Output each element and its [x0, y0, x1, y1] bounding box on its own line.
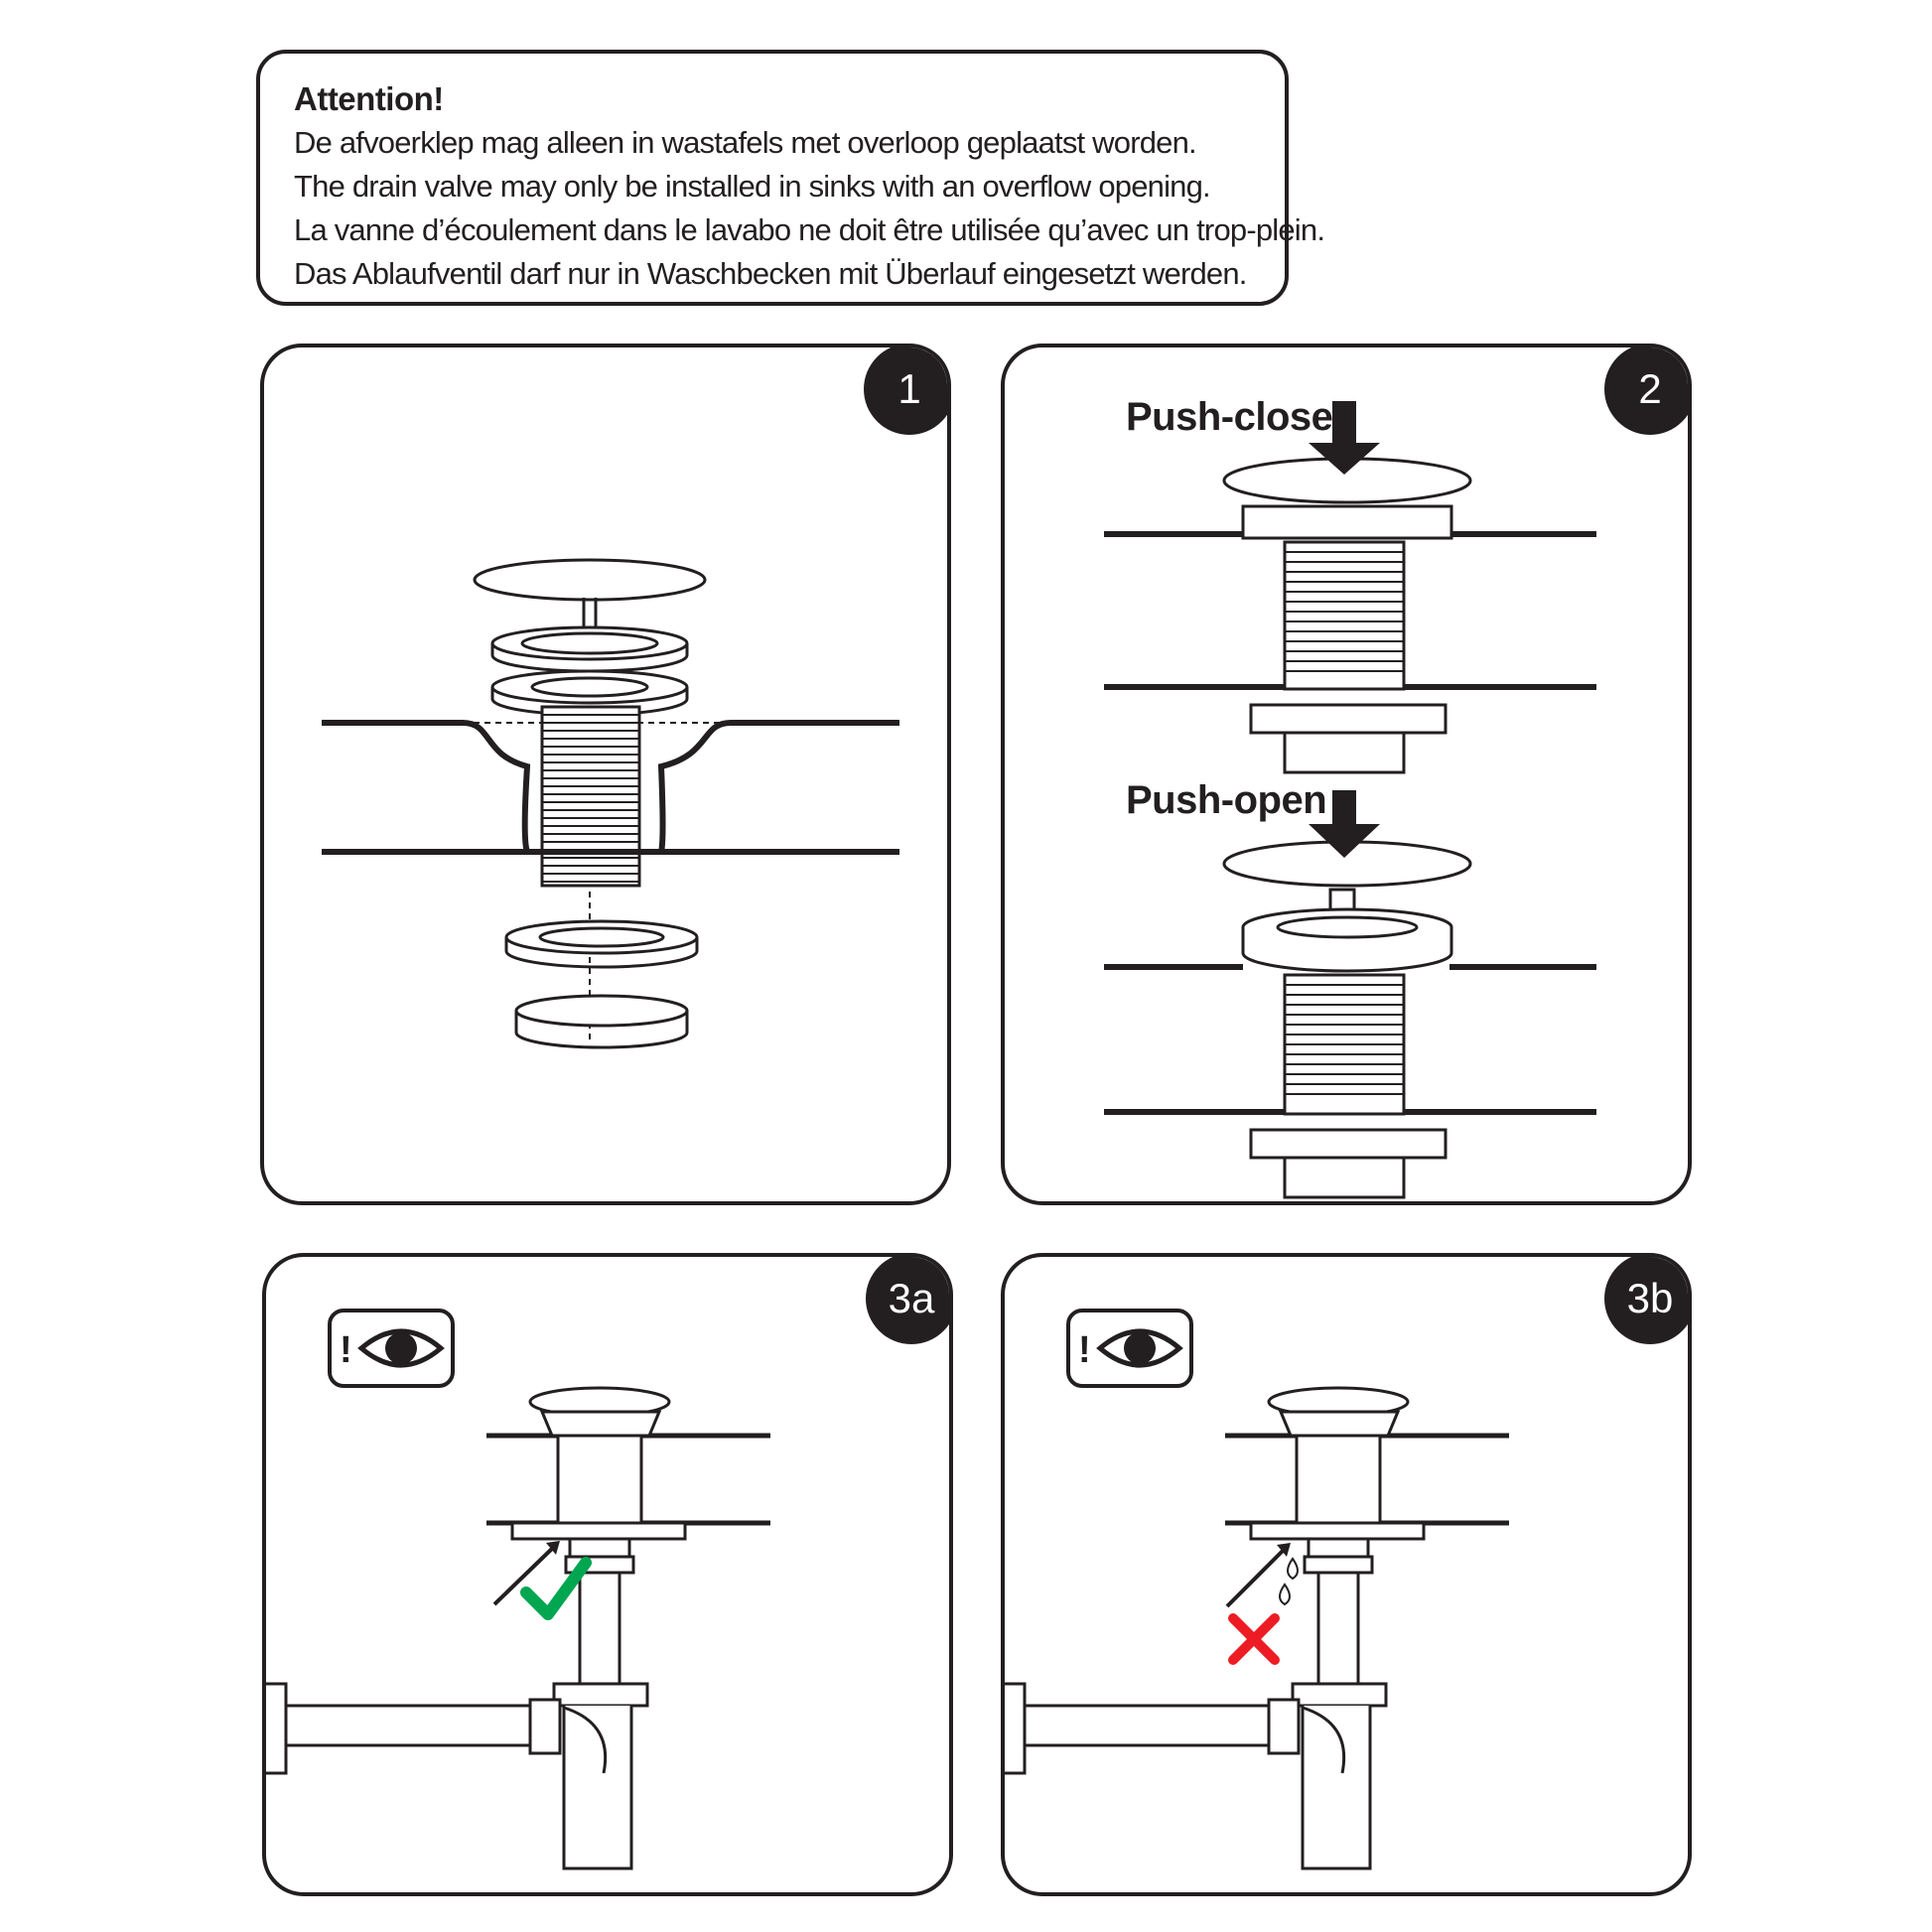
lower-washer [504, 919, 699, 955]
attention-line-en: The drain valve may only be installed in… [294, 169, 1211, 204]
threaded-body [540, 705, 641, 888]
step-3b-panel: ! 3b [1001, 1253, 1692, 1896]
svg-text:!: ! [1078, 1329, 1091, 1371]
water-drop-icon [1287, 1557, 1299, 1581]
exploded-drain-diagram [322, 558, 899, 1049]
step-2-badge: 2 [1604, 347, 1688, 435]
lock-nut [514, 994, 689, 1028]
correct-installation-diagram: ! [266, 1309, 770, 1870]
cross-icon [1228, 1613, 1280, 1665]
push-open-label: Push-open [1126, 778, 1327, 822]
step-1-badge: 1 [864, 347, 947, 435]
incorrect-installation-diagram: ! [1005, 1309, 1509, 1870]
step-2-panel: Push-close Push-open 2 [1001, 344, 1692, 1205]
step-1-panel: 1 [260, 344, 951, 1205]
attention-line-fr: La vanne d’écoulement dans le lavabo ne … [294, 212, 1325, 247]
step-3a-badge: 3a [866, 1257, 949, 1344]
step-3a-panel: ! 3a [262, 1253, 953, 1896]
drain-cap [473, 558, 707, 602]
check-icon [520, 1557, 592, 1620]
sink-basin-left [322, 720, 531, 854]
down-arrow-icon [1309, 790, 1380, 858]
push-close-open-diagram [1104, 401, 1596, 1199]
attention-title: Attention! [294, 80, 444, 117]
sink-basin-right [657, 720, 899, 853]
push-close-label: Push-close [1126, 395, 1333, 439]
step-3b-badge: 3b [1604, 1257, 1688, 1344]
flange-ring [490, 669, 689, 705]
svg-text:!: ! [340, 1329, 352, 1371]
closed-body [1283, 540, 1406, 691]
attention-line-de: Das Ablaufventil darf nur in Waschbecken… [294, 256, 1247, 291]
attention-line-nl: De afvoerklep mag alleen in wastafels me… [294, 125, 1197, 160]
attention-notice: Attention! De afvoerklep mag alleen in w… [256, 50, 1325, 306]
water-drop-icon [1279, 1583, 1291, 1606]
down-arrow-icon [1309, 401, 1380, 475]
